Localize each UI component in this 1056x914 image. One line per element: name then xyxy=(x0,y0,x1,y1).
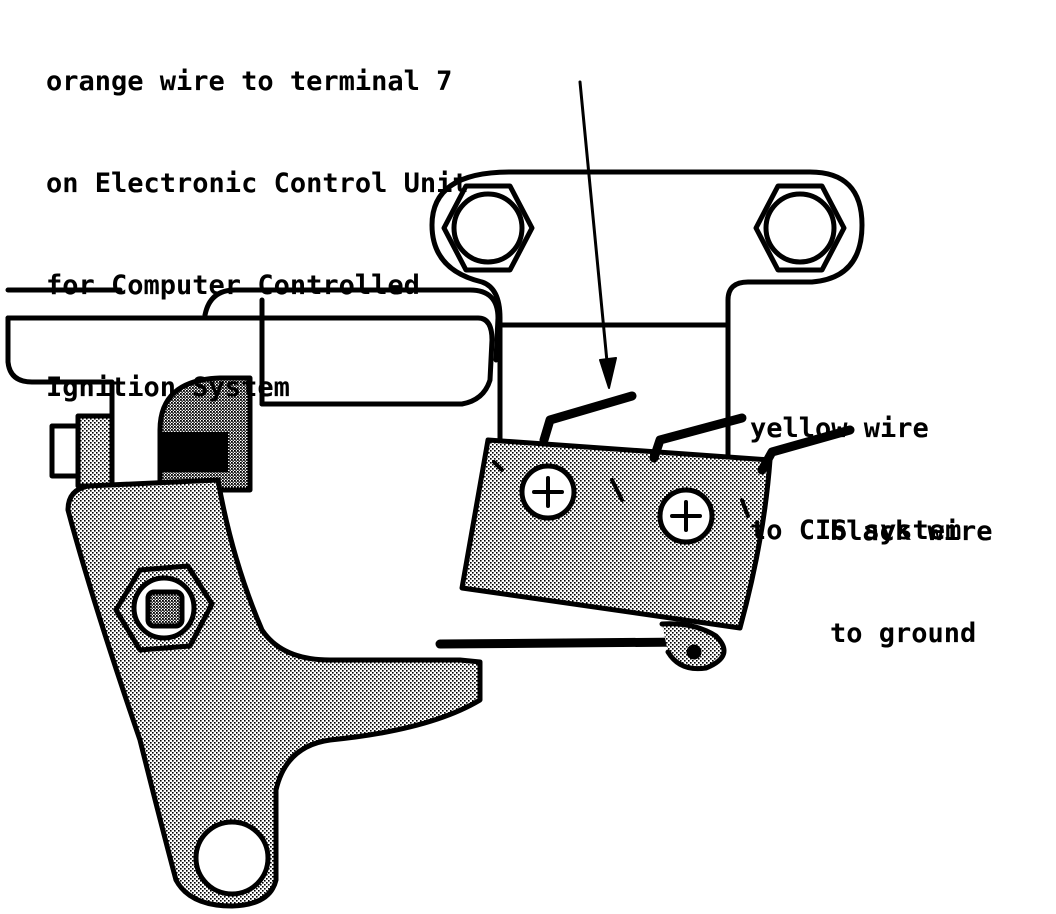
orange-wire-label-line: for Computer Controlled xyxy=(46,270,420,301)
orange-wire-label-line: on Electronic Control Unit xyxy=(46,168,469,199)
orange-label-leader-arrow xyxy=(578,80,617,389)
mounting-bracket xyxy=(429,169,865,481)
orange-wire-label: orange wire to terminal 7 on Electronic … xyxy=(46,0,469,439)
hex-bolt-left xyxy=(441,183,535,273)
yellow-wire-label-line: to CIS system xyxy=(750,515,962,546)
orange-wire-label-line: Ignition System xyxy=(46,372,290,403)
stop-plate xyxy=(435,621,727,672)
black-wire-label-line: to ground xyxy=(830,618,977,649)
yellow-wire-terminal xyxy=(649,413,747,463)
shaft-collar xyxy=(157,375,253,493)
throttle-lever xyxy=(65,477,483,909)
black-wire-label-line: black wire xyxy=(830,516,993,547)
orange-wire-label-line: orange wire to terminal 7 xyxy=(46,66,453,97)
throttle-housing xyxy=(5,287,501,493)
black-wire-label: black wire to ground xyxy=(830,447,993,685)
yellow-wire-label-line: yellow wire xyxy=(750,413,929,444)
pivot-nut xyxy=(113,563,215,653)
black-wire-terminal xyxy=(757,425,855,475)
hex-bolt-right xyxy=(753,183,847,273)
yellow-wire-label: yellow wire to CIS system xyxy=(750,344,961,582)
micro-switch xyxy=(459,437,773,631)
orange-wire-terminal xyxy=(539,391,637,445)
